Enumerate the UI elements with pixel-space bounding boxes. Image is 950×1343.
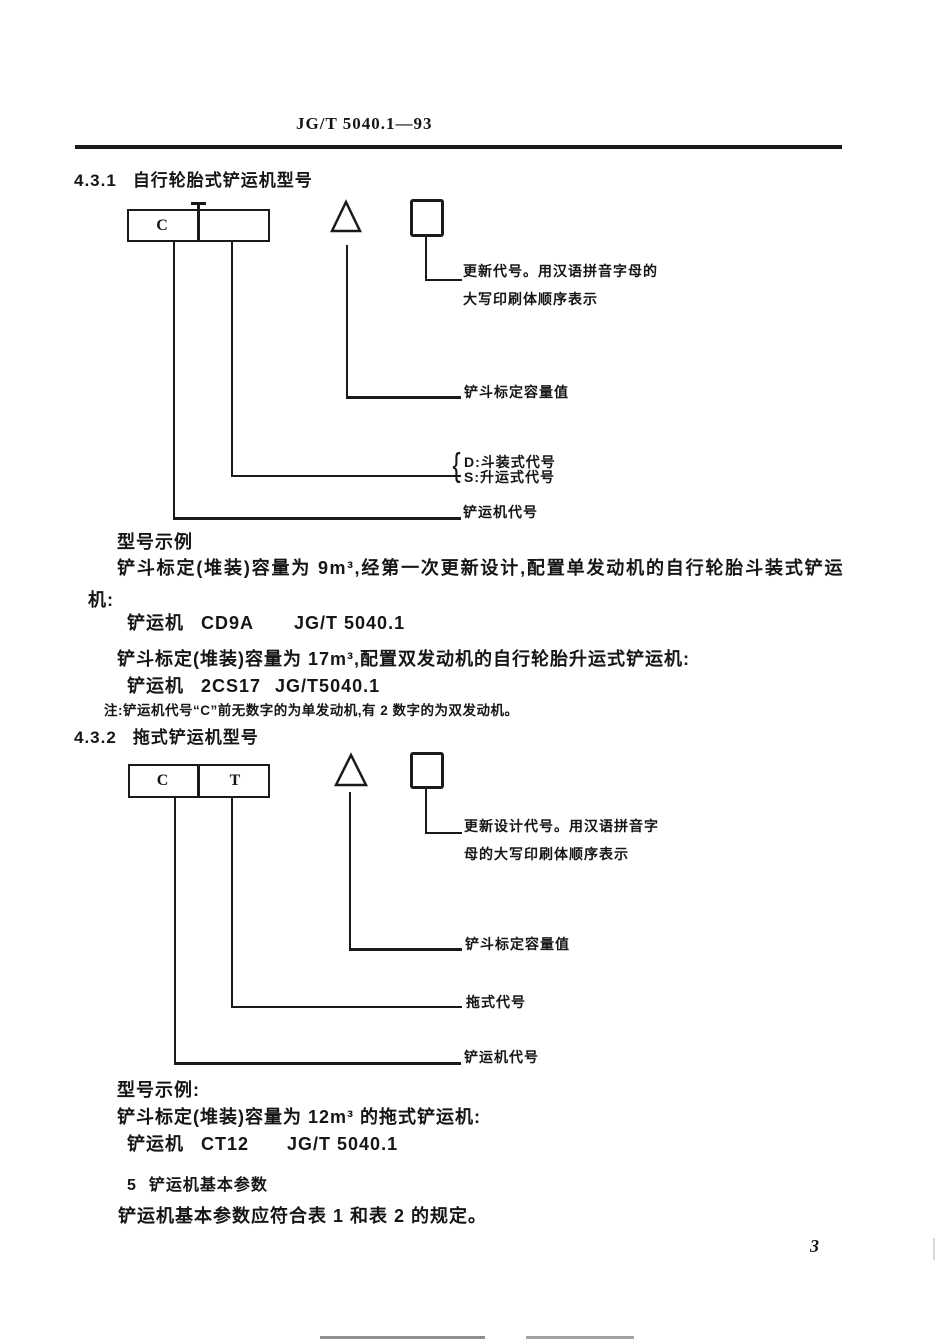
model-example-1: 铲运机 CD9A JG/T 5040.1	[127, 609, 405, 635]
scan-artifact-line-left	[320, 1336, 485, 1339]
connector-capacity-h-2	[349, 948, 462, 951]
update-code-label-2-line2: 母的大写印刷体顺序表示	[464, 846, 629, 862]
model-example-2: 铲运机 2CS17 JG/T5040.1	[127, 672, 380, 698]
square-symbol-1	[410, 199, 444, 237]
model-example-3: 铲运机 CT12 JG/T 5040.1	[127, 1130, 398, 1156]
box-1-right-cell	[200, 209, 270, 242]
connector-type-v-1	[231, 242, 233, 477]
connector-capacity-h-1	[346, 396, 461, 399]
scan-artifact-edge-mark	[933, 1238, 935, 1260]
section-5-title: 铲运机基本参数	[148, 1177, 268, 1194]
update-code-label-2-line1: 更新设计代号。用汉语拼音字	[464, 818, 659, 834]
section-431-title: 自行轮胎式铲运机型号	[132, 171, 313, 190]
tow-type-label: 拖式代号	[466, 994, 526, 1010]
machine-code-label-1: 铲运机代号	[463, 504, 538, 520]
doc-code-header: JG/T 5040.1—93	[296, 114, 433, 133]
update-code-label-1-line1: 更新代号。用汉语拼音字母的	[463, 263, 658, 279]
section-432-heading: 4.3.2 拖式铲运机型号	[74, 723, 259, 748]
connector-machine-code-v-2	[174, 798, 176, 1064]
model-1-standard: JG/T 5040.1	[294, 613, 406, 633]
capacity-label-2: 铲斗标定容量值	[465, 936, 570, 952]
connector-update-h-1	[425, 279, 462, 281]
box-2-right-cell: T	[229, 772, 241, 789]
machine-code-label-2: 铲运机代号	[464, 1049, 539, 1065]
elevating-type-label: S:升运式代号	[464, 469, 555, 485]
section-5-text: 铲运机基本参数应符合表 1 和表 2 的规定。	[118, 1206, 488, 1226]
section-432-title: 拖式铲运机型号	[132, 728, 259, 747]
connector-type-h-1	[231, 475, 461, 477]
header-rule	[75, 145, 842, 149]
box-1-left-cell: C	[156, 216, 168, 234]
capacity-label-1: 铲斗标定容量值	[464, 384, 569, 400]
connector-update-v-2	[425, 789, 427, 834]
model-2-prefix: 铲运机	[127, 676, 184, 696]
example-2-desc: 铲斗标定(堆装)容量为 12m³ 的拖式铲运机:	[117, 1107, 482, 1127]
square-symbol-2	[410, 752, 444, 789]
section-432-number: 4.3.2	[74, 728, 117, 747]
connector-machine-code-h-1	[173, 517, 461, 520]
box-2-left-cell: C	[156, 772, 169, 789]
connector-capacity-v-1	[346, 245, 348, 398]
example-1-title: 型号示例	[117, 532, 193, 552]
model-3-code: CT12	[201, 1134, 250, 1154]
model-1-prefix: 铲运机	[127, 613, 184, 633]
connector-update-h-2	[425, 832, 462, 834]
triangle-symbol-1	[330, 199, 362, 233]
model-3-standard: JG/T 5040.1	[287, 1134, 399, 1154]
section-5-number: 5	[127, 1177, 137, 1194]
example-1-desc-line2: 机:	[88, 590, 114, 610]
section-431-number: 4.3.1	[74, 171, 117, 190]
connector-tow-h	[231, 1006, 462, 1008]
model-1-code: CD9A	[201, 613, 255, 633]
connector-tow-v	[231, 798, 233, 1008]
box-1-divider-stem	[197, 202, 200, 210]
box-1-divider	[197, 209, 200, 242]
connector-machine-code-h-2	[174, 1062, 461, 1065]
section-431-heading: 4.3.1 自行轮胎式铲运机型号	[74, 166, 313, 191]
model-2-code: 2CS17	[201, 676, 262, 696]
page-number: 3	[810, 1236, 819, 1256]
model-2-standard: JG/T5040.1	[275, 676, 381, 696]
scan-artifact-line-right	[526, 1336, 634, 1339]
connector-capacity-v-2	[349, 792, 351, 950]
box-2-divider	[197, 764, 200, 798]
type-brace: {	[452, 446, 461, 483]
example-1-desc2: 铲斗标定(堆装)容量为 17m³,配置双发动机的自行轮胎升运式铲运机:	[117, 649, 691, 669]
connector-machine-code-v-1	[173, 242, 175, 519]
example-2-title: 型号示例:	[117, 1080, 200, 1100]
triangle-symbol-2	[333, 752, 369, 787]
bucket-type-label: D:斗装式代号	[464, 454, 556, 470]
update-code-label-1-line2: 大写印刷体顺序表示	[463, 291, 598, 307]
engine-note: 注:铲运机代号“C”前无数字的为单发动机,有 2 数字的为双发动机。	[104, 703, 519, 718]
example-1-desc-line1: 铲斗标定(堆装)容量为 9m³,经第一次更新设计,配置单发动机的自行轮胎斗装式铲…	[117, 558, 844, 578]
connector-update-v-1	[425, 237, 427, 281]
model-3-prefix: 铲运机	[127, 1134, 184, 1154]
section-5-heading: 5 铲运机基本参数	[127, 1171, 268, 1195]
